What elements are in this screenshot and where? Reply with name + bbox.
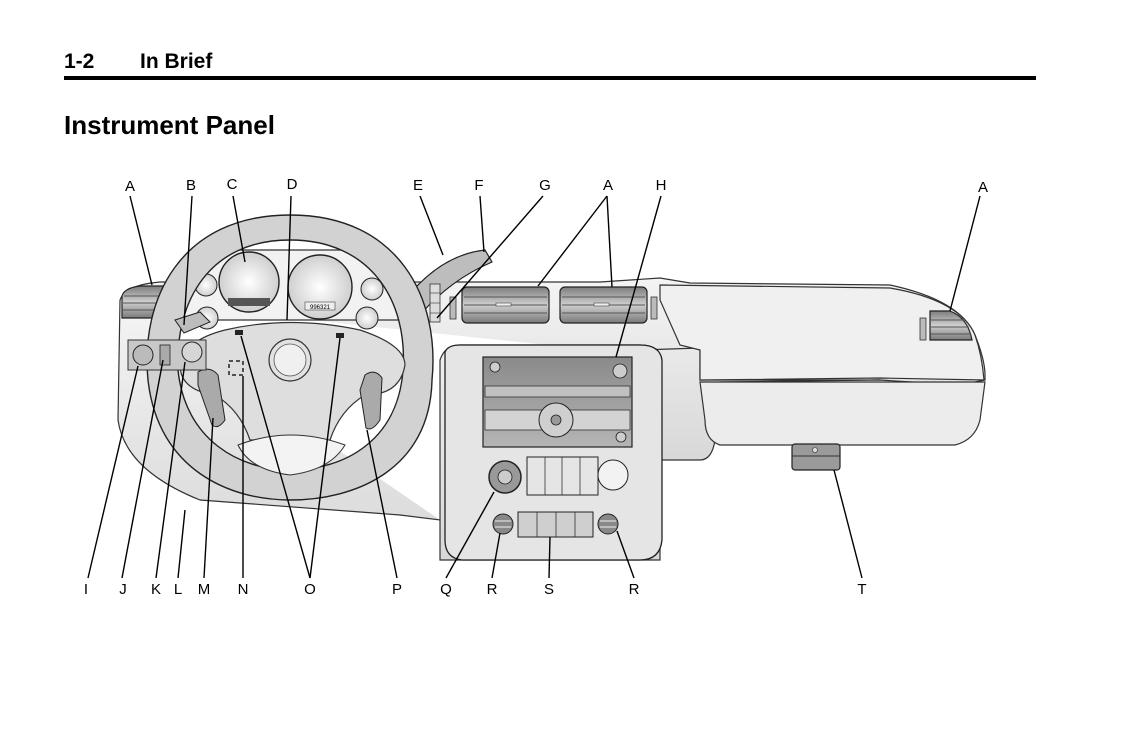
center-air-vent-right [559,286,648,324]
horn-symbol-right [336,333,344,338]
gear-indicator [429,283,441,323]
callout-a-center: A [603,177,613,194]
callout-s: S [544,581,554,598]
turn-signal-lever [174,311,211,334]
odometer-readout: 996321 [310,305,331,311]
callout-g: G [539,177,551,194]
tachometer-gauge [218,251,280,313]
climate-mode-buttons [526,456,599,496]
temperature-gauge [360,277,384,301]
callout-a-right: A [978,179,988,196]
vent-thumbwheel [650,296,658,320]
glovebox-area [699,381,986,446]
instrument-panel-brightness-control [159,344,171,366]
page-title: Instrument Panel [64,110,275,140]
callout-leader-lines [87,195,981,579]
callout-e: E [413,177,423,194]
callouts-top: A B C D E F G A H A [125,176,988,196]
radio-preset-buttons [484,385,631,398]
callout-l: L [174,581,182,598]
climate-control-lower [492,511,619,538]
callout-i: I [84,581,88,598]
callout-q: Q [440,581,452,598]
callout-r-right: R [629,581,640,598]
callouts-bottom: I J K L M N O P Q R S R T [84,581,867,598]
vent-thumbwheel-left [449,296,457,320]
upper-dash-right [659,284,985,381]
adjustable-throttle-brake-control [181,341,203,363]
horn-symbol-left [235,330,243,335]
section-title: In Brief [140,50,213,73]
radio-eject-button [615,431,627,443]
callout-p: P [392,581,402,598]
exterior-lamp-control [132,344,154,366]
callout-b: B [186,177,196,194]
climate-temperature-knob [597,459,629,491]
header-rule [64,76,1036,80]
center-air-vent-left [461,286,550,324]
callout-t: T [857,581,866,598]
driver-info-display [228,298,270,306]
glovebox-handle [791,443,841,471]
callout-o: O [304,581,316,598]
lower-spoke-opening [237,434,346,476]
right-air-vent [919,310,973,341]
callout-j: J [119,581,127,598]
callout-m: M [198,581,211,598]
radio-tune-knob [612,363,628,379]
callout-n: N [238,581,249,598]
callout-f: F [474,177,483,194]
airbag-location-marker [228,360,244,376]
page-number: 1-2 [64,50,95,73]
radio-power-knob [489,361,501,373]
callout-d: D [287,176,298,193]
callout-a-left: A [125,178,135,195]
steering-wheel-controls-right [359,371,383,430]
callout-h: H [656,177,667,194]
callout-c: C [227,176,238,193]
callout-r-left: R [487,581,498,598]
callout-k: K [151,581,161,598]
voltmeter-gauge [355,306,379,330]
